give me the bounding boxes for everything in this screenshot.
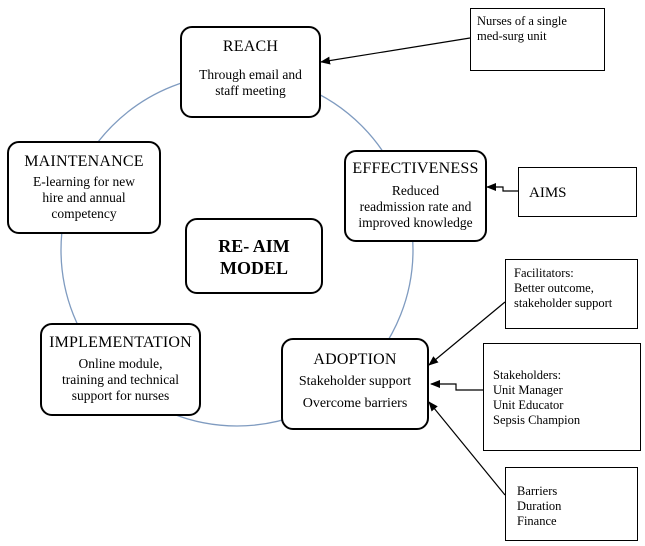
nurses-text-line2: med-surg unit — [477, 29, 547, 43]
arrow-stakeholders-to-adoption — [430, 380, 483, 391]
effectiveness-text-line1: Reduced — [391, 183, 440, 198]
effectiveness-text-line2: readmission rate and — [359, 199, 472, 214]
maintenance-box: MAINTENANCE E-learning for new hire and … — [7, 141, 161, 234]
adoption-box: ADOPTION Stakeholder support Overcome ba… — [281, 338, 429, 430]
facilitators-text-line3: stakeholder support — [514, 296, 613, 310]
facilitators-text-line2: Better outcome, — [514, 281, 594, 295]
aims-box: AIMS — [518, 167, 637, 217]
nurses-text-line1: Nurses of a single — [477, 14, 567, 28]
stakeholders-text-line2: Unit Manager — [493, 383, 563, 397]
barriers-text-line1: Barriers — [517, 484, 558, 498]
maintenance-text-line2: hire and annual — [42, 190, 126, 205]
arrow-nurses-to-reach — [320, 37, 471, 65]
stakeholders-text-line1: Stakeholders: — [493, 368, 562, 382]
adoption-text-line1: Stakeholder support — [298, 374, 412, 389]
stakeholders-text-line4: Sepsis Champion — [493, 413, 581, 427]
barriers-text-line2: Duration — [517, 499, 562, 513]
barriers-text-line3: Finance — [517, 514, 557, 528]
arrow-aims-to-effectiveness — [486, 183, 518, 192]
stakeholders-text-line3: Unit Educator — [493, 398, 564, 412]
implementation-text-line1: Online module, — [78, 356, 163, 371]
aims-label: AIMS — [529, 185, 567, 201]
effectiveness-text-line3: improved knowledge — [358, 215, 473, 230]
effectiveness-box: EFFECTIVENESS Reduced readmission rate a… — [344, 150, 487, 242]
stakeholders-box: Stakeholders: Unit Manager Unit Educator… — [483, 343, 641, 451]
implementation-title: IMPLEMENTATION — [49, 334, 192, 351]
center-title-line1: RE- AIM — [218, 236, 290, 256]
reach-title: REACH — [222, 38, 279, 55]
nurses-box: Nurses of a single med-surg unit — [470, 8, 605, 71]
center-box: RE- AIM MODEL — [185, 218, 323, 294]
maintenance-text-line1: E-learning for new — [33, 174, 135, 189]
implementation-text-line2: training and technical — [62, 372, 179, 387]
reach-text-line1: Through email and — [199, 67, 302, 82]
arrow-facilitators-to-adoption — [428, 301, 506, 366]
arrow-barriers-to-adoption — [428, 401, 506, 496]
maintenance-title: MAINTENANCE — [24, 153, 144, 170]
adoption-text-line2: Overcome barriers — [302, 396, 408, 411]
effectiveness-title: EFFECTIVENESS — [352, 160, 479, 177]
reach-text-line2: staff meeting — [215, 83, 286, 98]
implementation-text-line3: support for nurses — [71, 388, 170, 403]
facilitators-text-line1: Facilitators: — [514, 266, 574, 280]
reach-box: REACH Through email and staff meeting — [180, 26, 321, 118]
center-title-line2: MODEL — [219, 258, 288, 278]
facilitators-box: Facilitators: Better outcome, stakeholde… — [505, 259, 638, 329]
barriers-box: Barriers Duration Finance — [505, 467, 638, 541]
implementation-box: IMPLEMENTATION Online module, training a… — [40, 323, 201, 416]
adoption-title: ADOPTION — [313, 351, 397, 368]
maintenance-text-line3: competency — [51, 206, 117, 221]
